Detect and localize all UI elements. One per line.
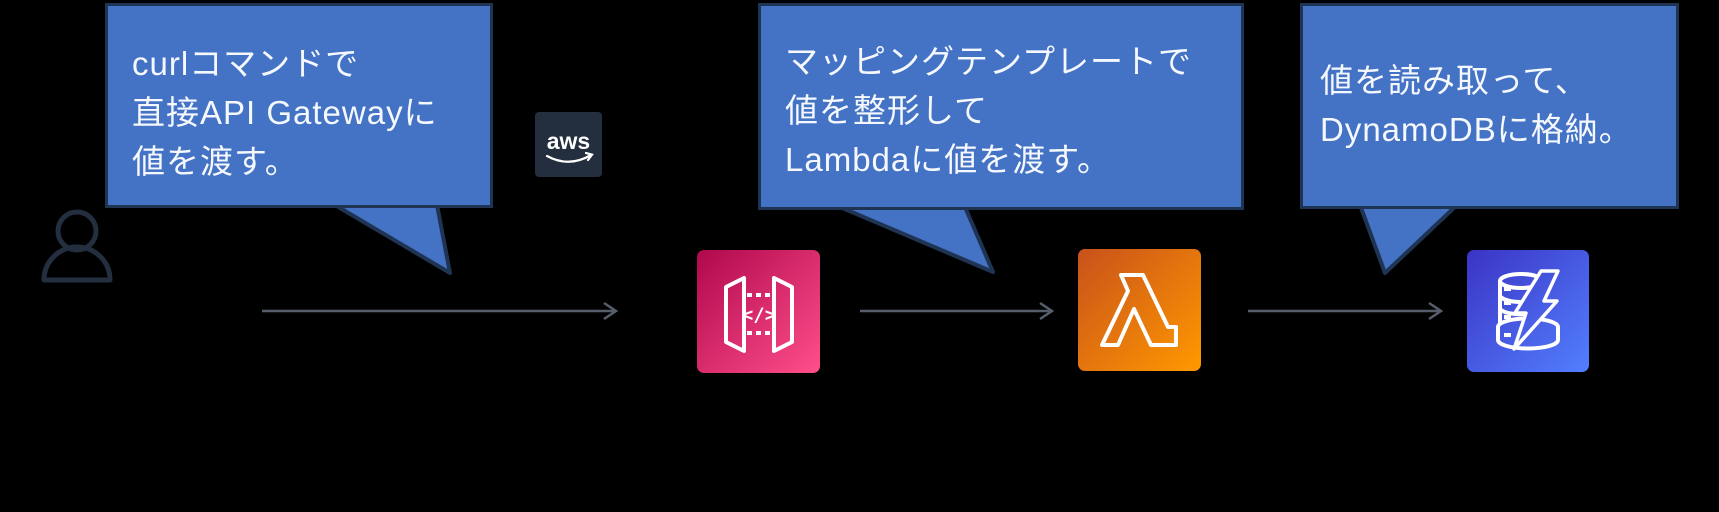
callout-line: 値を読み取って、 <box>1320 62 1589 99</box>
callout-mapping-template: マッピングテンプレートで 値を整形して Lambdaに値を渡す。 <box>758 3 1244 210</box>
arrow-apigateway-to-lambda <box>860 301 1055 321</box>
user-icon <box>41 209 113 283</box>
api-gateway-icon: </> <box>697 250 820 373</box>
code-glyph: </> <box>741 304 775 326</box>
aws-logo-icon: aws <box>535 112 602 177</box>
callout-line: マッピングテンプレートで <box>785 43 1193 80</box>
aws-smile-swoosh-icon <box>545 151 594 163</box>
callout-line: 直接API Gatewayに <box>132 94 438 131</box>
aws-logo-label: aws <box>546 127 591 154</box>
arrow-lambda-to-dynamodb <box>1248 301 1444 321</box>
lambda-icon <box>1078 249 1201 371</box>
lightning-bolt-icon <box>1512 269 1560 351</box>
dynamodb-icon <box>1467 250 1589 372</box>
callout-line: 値を整形して <box>785 92 989 129</box>
arrow-user-to-apigateway <box>262 301 619 321</box>
callout-line: curlコマンドで <box>132 45 360 82</box>
bubble-tail <box>1358 203 1459 275</box>
bubble-tail <box>333 203 452 275</box>
callout-line: Lambdaに値を渡す。 <box>785 141 1111 178</box>
callout-line: DynamoDBに格納。 <box>1320 111 1633 148</box>
callout-line: 値を渡す。 <box>132 143 299 180</box>
callout-store-dynamodb: 値を読み取って、 DynamoDBに格納。 <box>1300 3 1679 209</box>
callout-curl-to-apigateway: curlコマンドで 直接API Gatewayに 値を渡す。 <box>105 3 493 208</box>
bubble-tail <box>838 205 995 274</box>
